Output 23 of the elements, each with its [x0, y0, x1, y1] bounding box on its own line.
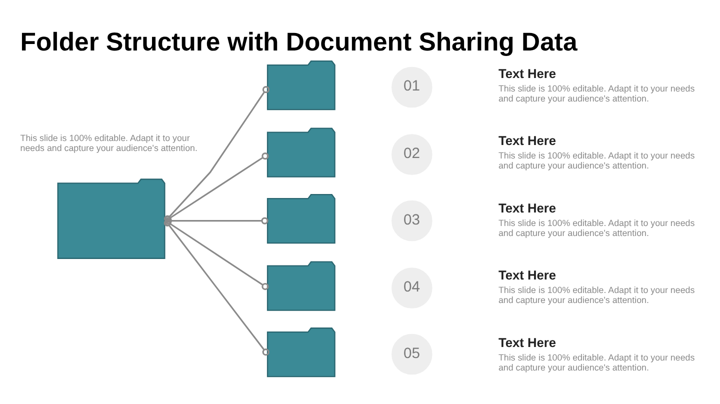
node-label: Text Here	[498, 132, 556, 148]
connector	[164, 216, 268, 224]
node-label: Text Here	[498, 267, 556, 282]
connector	[164, 218, 270, 356]
node-label: This slide is 100% editable. Adapt it to your needs and capture your audience's attention.	[498, 284, 695, 305]
node-label: Text Here	[498, 65, 556, 80]
node-folder	[266, 327, 336, 377]
node-folder	[266, 127, 336, 177]
node-folder	[266, 260, 336, 310]
node-label: This slide is 100% editable. Adapt it to your needs and capture your audience's attention.	[498, 352, 695, 372]
connector	[164, 152, 269, 222]
node-folder	[266, 194, 336, 244]
node-folder	[57, 178, 166, 258]
node-label: This slide is 100% editable. Adapt it to your needs and capture your audience's attention.	[498, 150, 695, 170]
node-folder	[266, 60, 336, 110]
diagram-title: Folder Structure with Document Sharing Data	[20, 28, 578, 56]
node-label: This slide is 100% editable. Adapt it to your needs and capture your audience's attention.	[498, 82, 695, 103]
connector	[164, 218, 269, 290]
node-label: This slide is 100% editable. Adapt it to your needs and capture your audience's attention.	[498, 217, 695, 238]
node-label: Text Here	[498, 334, 556, 350]
label: This slide is 100% editable. Adapt it to your needs and capture your audience's attention.	[20, 132, 198, 152]
node-label: Text Here	[498, 200, 556, 215]
connector	[164, 86, 270, 222]
